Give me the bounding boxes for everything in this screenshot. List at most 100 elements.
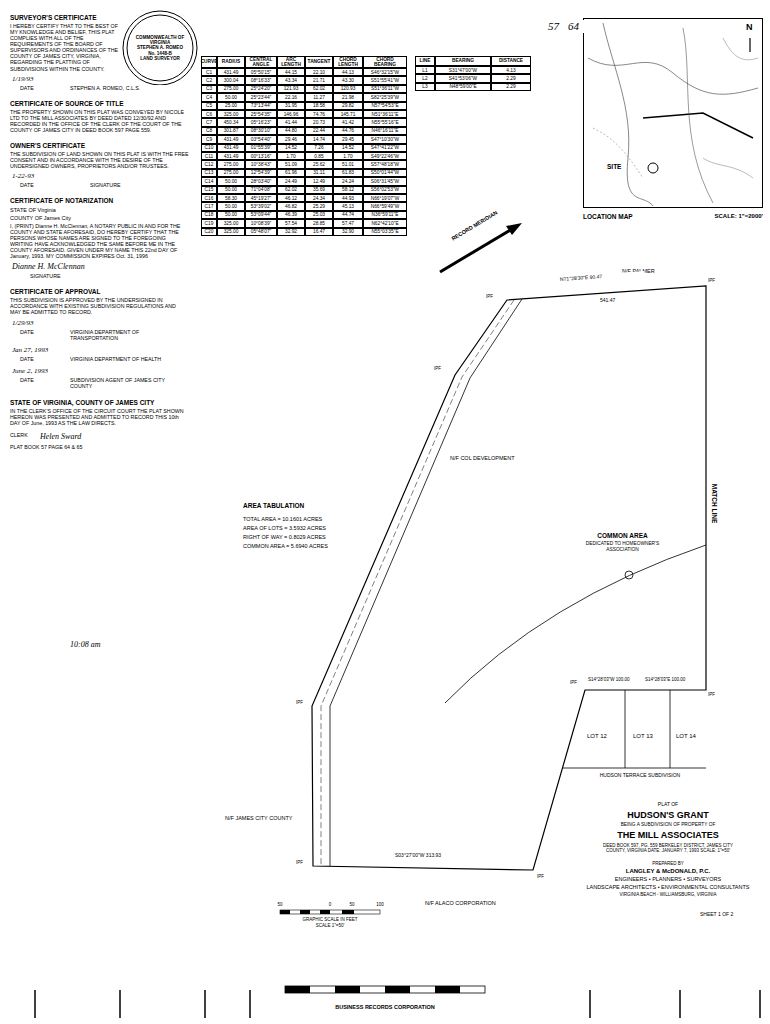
curve-table-cell: S51°36'11"W [363, 85, 407, 93]
curve-table-cell: 14.52 [333, 144, 363, 152]
plat-note: TOTAL AREA = 10.1601 ACRES [243, 516, 368, 522]
handwritten-entry: 1/19/93 [12, 75, 62, 83]
curve-table-cell: 431.49 [217, 152, 245, 160]
line-table-cell: DISTANCE [491, 56, 531, 66]
curve-table-cell: 275.00 [217, 160, 245, 168]
curve-table-cell: TANGENT [305, 56, 333, 68]
plat-note: STATE OF VIRGINIA, COUNTY OF JAMES CITY [10, 399, 195, 406]
plat-note: STATE OF Virginia [10, 207, 160, 213]
curve-table-cell: 45.13 [333, 202, 363, 210]
map-heading: LOCATION MAP [583, 213, 633, 220]
curve-table-cell: 74.76 [305, 110, 333, 118]
plat-note: 50 [274, 902, 286, 907]
plat-note: ENGINEERS • PLANNERS • SURVEYORS [593, 876, 743, 882]
graphic-scale [280, 910, 380, 914]
curve-table-cell: CURVE [201, 56, 217, 68]
curve-table-cell: CHORD BEARING [363, 56, 407, 68]
curve-table-cell: 03°54'40" [245, 135, 277, 143]
curve-table-cell: 28°03'40" [245, 177, 277, 185]
curve-table-cell: N46°16'11"E [363, 127, 407, 135]
film-ruler [335, 986, 360, 993]
site-label: SITE [606, 163, 622, 170]
plat-note: 50 [346, 902, 358, 907]
line-table-cell: LINE [415, 56, 435, 66]
curve-table-cell: CHORD LENGTH [333, 56, 363, 68]
plat-note: LOT 13 [633, 733, 665, 740]
handwritten-entry: 10:08 am [70, 640, 130, 649]
plat-note: N/F ALACO CORPORATION [425, 900, 515, 906]
curve-table-cell: C18 [201, 211, 217, 219]
curve-table-cell: 44.15 [277, 68, 305, 76]
curve-table-cell: 25°24'20" [245, 85, 277, 93]
curve-table-cell: 275.00 [217, 169, 245, 177]
plat-note: N71°28'30"E 90.47 [560, 271, 645, 283]
curve-table-cell: 44.80 [277, 127, 305, 135]
plat-note: DEDICATED TO HOMEOWNER'S ASSOCIATION [585, 541, 660, 552]
curve-table-cell: 01°55'39" [245, 144, 277, 152]
curve-table-cell: N51°36'11"E [363, 110, 407, 118]
meridian-arrowhead [506, 223, 522, 235]
handwritten-entry: Helen Sward [40, 432, 130, 441]
curve-table-cell: 275.00 [217, 85, 245, 93]
curve-table-cell: 25.62 [305, 160, 333, 168]
curve-table-cell: C10 [201, 144, 217, 152]
curve-table-cell: 22.44 [305, 127, 333, 135]
plat-note: PREPARED BY [598, 861, 738, 866]
surveyor-seal: COMMONWEALTH OF VIRGINIASTEPHEN A. ROMEO… [122, 10, 198, 86]
curve-table-cell: S51°55'41"W [363, 76, 407, 84]
road-centerline [321, 300, 514, 866]
curve-table-cell: 31.95 [277, 102, 305, 110]
curve-table-cell: 25.03 [305, 211, 333, 219]
curve-table-cell: S49°22'46"W [363, 152, 407, 160]
plat-note: CERTIFICATE OF NOTARIZATION [10, 197, 190, 204]
curve-table-cell: C7 [201, 118, 217, 126]
north-arrow [749, 38, 750, 52]
plat-note: AREA OF LOTS = 3.5932 ACRES [243, 525, 368, 531]
curve-table-cell: 46.39 [277, 211, 305, 219]
map-road [683, 28, 713, 203]
seal-text: STEPHEN A. ROMEO [134, 45, 186, 50]
plat-note: LOT 14 [676, 733, 704, 740]
plat-note: IPF [296, 700, 310, 705]
line-table-cell: L2 [415, 74, 435, 82]
curve-table-cell: 431.49 [217, 68, 245, 76]
curve-table-cell: C13 [201, 169, 217, 177]
curve-table-cell: 51.01 [333, 160, 363, 168]
plat-note: OWNER'S CERTIFICATE [10, 142, 190, 149]
curve-table-cell: N62°42'10"E [363, 219, 407, 227]
graphic-scale [320, 910, 330, 914]
north-label: N [745, 22, 754, 32]
plat-note: COMMON AREA = 5.6940 ACRES [243, 543, 368, 549]
plat-note: S14°28'03"W 100.00 [588, 677, 640, 682]
curve-table-cell: S57°48'18"W [363, 160, 407, 168]
plat-note: N/F COL DEVELOPMENT [450, 455, 525, 461]
curve-table-cell: 35.69 [305, 186, 333, 194]
plat-note: IPF [486, 294, 500, 299]
curve-table-cell: S56°02'53"W [363, 186, 407, 194]
plat-note: IPF [708, 278, 722, 283]
curve-table-cell: 21.71 [305, 76, 333, 84]
plat-note: VIRGINIA DEPARTMENT OF TRANSPORTATION [70, 329, 180, 341]
plat-note: LOT 12 [587, 733, 619, 740]
seal-text: COMMONWEALTH OF VIRGINIA [134, 35, 186, 46]
curve-table-cell: 325.00 [217, 228, 245, 236]
line-table-cell: S31°47'00"W [435, 66, 491, 74]
curve-table-cell: 00°13'16" [245, 152, 277, 160]
curve-table-cell: C12 [201, 160, 217, 168]
curve-table-cell: 28.85 [305, 219, 333, 227]
lot-line [625, 690, 626, 768]
curve-table-cell: C16 [201, 194, 217, 202]
curve-table-cell: 0.85 [305, 152, 333, 160]
curve-table-cell: 21.98 [333, 93, 363, 101]
plat-note: N/F JAMES CITY COUNTY [225, 815, 305, 821]
map-road [588, 58, 758, 94]
plat-note: DATE [20, 329, 50, 335]
plat-note: IPF [537, 874, 551, 879]
line-table-cell: L3 [415, 83, 435, 91]
plat-note: SUBDIVISION AGENT OF JAMES CITY COUNTY [70, 377, 180, 389]
curve-table-cell: 44.13 [333, 68, 363, 76]
plat-note: SHEET 1 OF 2 [700, 912, 760, 918]
curve-table-cell: 46.12 [277, 194, 305, 202]
curve-table-cell: C11 [201, 152, 217, 160]
plat-note: IPF [434, 366, 448, 371]
